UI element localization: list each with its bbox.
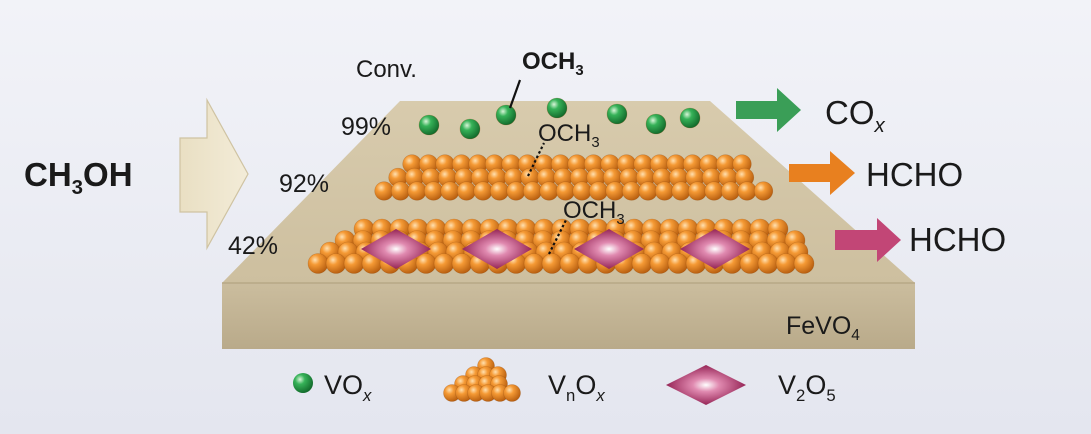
reactant-label: CH3OH [24,156,133,199]
vnox-sphere [667,253,689,274]
vnox-sphere [415,253,437,274]
orange-sphere-pile-icon [443,357,521,402]
conversion-value-bottom: 42% [228,232,278,260]
legend: VOx VnOx V2O5 [293,357,836,405]
vnox-sphere [793,253,815,274]
product-label-hcho-bottom: HCHO [909,221,1006,258]
purple-diamond-icon [666,365,746,405]
vnox-sphere [704,181,724,201]
vnox-sphere [638,181,658,201]
vox-sphere [645,113,667,135]
product-label-cox: COx [825,94,886,137]
vox-sphere [606,103,628,125]
vox-sites-top [418,97,701,140]
vnox-sphere [503,384,521,402]
vnox-sphere [687,181,708,201]
conversion-value-top: 99% [341,113,391,141]
vnox-sphere [631,253,653,274]
vnox-sphere [559,253,581,274]
vnox-sphere [739,253,761,274]
legend-label-vnox: VnOx [548,370,605,405]
v2o5-diamond [574,229,644,269]
vox-sphere [679,107,701,129]
vox-sphere [546,97,568,119]
vnox-sphere [506,181,526,201]
support-front [222,283,915,349]
v2o5-diamonds [361,229,750,269]
vnox-sphere [374,181,394,201]
och3-bond-top [508,79,522,109]
vnox-sphere [407,181,427,201]
conversion-header: Conv. [356,56,417,83]
green-sphere-icon [293,373,313,393]
och3-bond-bottom [548,219,567,255]
product-arrow-hcho-bottom [835,218,901,262]
vnox-sphere [307,253,329,274]
vnox-sphere [541,253,563,274]
vnox-sphere [473,181,493,201]
och3-label-middle: OCH3 [538,120,600,151]
och3-bond-middle [527,142,545,177]
vnox-sphere [489,181,510,201]
vnox-sphere [753,181,774,201]
och3-label-top: OCH3 [522,48,584,79]
vnox-sphere [671,181,691,201]
input-arrow [179,97,249,251]
vnox-sphere [654,181,675,201]
vnox-sphere [775,253,797,274]
vnox-sphere [649,253,671,274]
vnox-layer-middle [374,154,774,201]
vnox-sphere [523,253,545,274]
vnox-sphere [720,181,741,201]
vox-sphere [459,118,481,140]
vnox-sphere [451,253,473,274]
vnox-sphere [343,253,365,274]
och3-label-bottom: OCH3 [563,197,625,228]
vnox-sphere [757,253,779,274]
product-label-hcho-middle: HCHO [866,156,963,193]
conversion-value-middle: 92% [279,170,329,198]
vnox-sphere [433,253,455,274]
vox-sphere [495,104,517,126]
vnox-sphere [456,181,477,201]
support-label: FeVO4 [786,312,860,344]
product-arrow-hcho-middle [789,151,855,195]
vnox-sphere [423,181,444,201]
v2o5-diamond [462,229,532,269]
vnox-sphere [325,253,347,274]
vox-sphere [418,114,440,136]
product-arrow-cox [736,88,801,132]
legend-label-vox: VOx [324,370,372,405]
v2o5-diamond [361,229,431,269]
vnox-sphere [440,181,460,201]
v2o5-diamond [680,229,750,269]
vnox-sphere [390,181,411,201]
vnox-sphere [737,181,757,201]
vnox-sphere [539,181,559,201]
legend-label-v2o5: V2O5 [778,370,836,405]
vnox-sphere [621,181,642,201]
vnox-sphere [522,181,543,201]
